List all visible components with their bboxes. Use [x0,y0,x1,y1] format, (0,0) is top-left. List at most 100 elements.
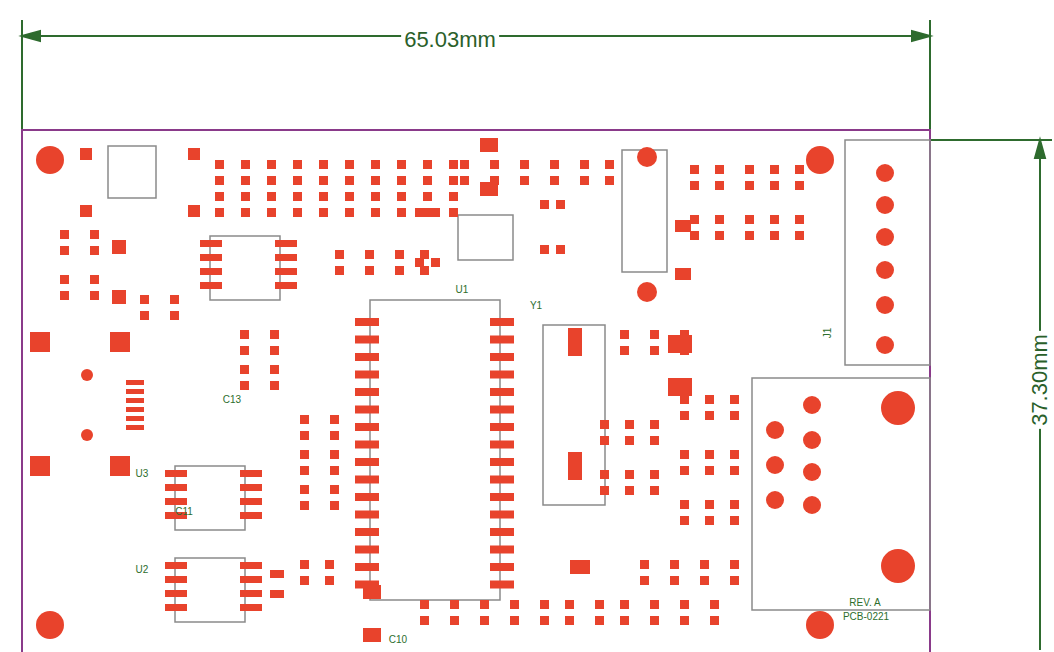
round-pad [876,228,894,246]
smd-pad [449,192,458,201]
smd-pad [730,466,739,475]
smd-pad [240,346,249,355]
smd-pad [300,576,309,585]
round-pad [81,369,93,381]
smd-pad [480,616,489,625]
smd-pad [490,371,514,379]
smd-pad [510,616,519,625]
smd-pad [490,458,514,466]
smd-pad [319,192,328,201]
smd-pad [705,466,714,475]
round-pad [766,421,784,439]
smd-pad [355,353,379,361]
smd-pad [650,486,659,495]
part-label: U3 [136,469,149,479]
smd-pad [690,215,699,224]
smd-pad [240,590,262,597]
smd-pad [60,291,69,300]
smd-pad [565,600,574,609]
smd-pad [705,500,714,509]
smd-pad [371,160,380,169]
smd-pad [730,450,739,459]
smd-pad [795,165,804,174]
part-label: Y1 [530,301,542,311]
smd-pad [675,268,691,280]
smd-pad [650,436,659,445]
smd-pad [275,254,297,261]
smd-pad [650,330,659,339]
smd-pad [450,616,459,625]
smd-pad [670,576,679,585]
smd-pad [395,266,404,275]
smd-pad [345,208,354,217]
smd-pad [490,160,499,169]
round-pad [803,496,821,514]
round-pad [803,463,821,481]
smd-pad [480,138,498,152]
smd-pad [570,560,590,574]
smd-pad [300,415,309,424]
smd-pad [165,484,187,491]
ic-outline [370,300,500,600]
smd-pad [170,311,179,320]
extension-line [930,139,1052,141]
smd-pad [140,311,149,320]
smd-pad [267,208,276,217]
smd-pad [270,590,284,598]
smd-pad [420,600,429,609]
smd-pad [300,560,309,569]
smd-pad [650,600,659,609]
smd-pad [200,254,222,261]
smd-pad [595,600,604,609]
round-pad [803,396,821,414]
smd-pad [300,466,309,475]
smd-pad [650,616,659,625]
smd-pad [397,208,406,217]
smd-pad [90,291,99,300]
smd-pad [355,318,379,326]
smd-pad [240,330,249,339]
smd-pad [335,250,344,259]
smd-pad [770,165,779,174]
smd-pad [460,160,469,169]
smd-pad [705,395,714,404]
smd-pad [325,560,334,569]
round-pad [637,147,657,167]
smd-pad [680,616,689,625]
smd-pad [449,160,458,169]
smd-pad [267,160,276,169]
smd-pad [415,208,424,217]
smd-pad [330,466,339,475]
switch-outline [108,146,156,198]
smd-pad [449,208,458,217]
smd-pad [680,395,689,404]
jack-outline [752,378,930,610]
part-label: U2 [136,565,149,575]
round-pad [876,296,894,314]
smd-pad [240,381,249,390]
smd-pad [715,181,724,190]
smd-pad [540,600,549,609]
smd-pad [490,441,514,449]
smd-pad [355,546,379,554]
smd-pad [550,176,559,185]
smd-pad [420,616,429,625]
smd-pad [188,205,200,217]
dimension-arrow [22,31,40,41]
smd-pad [431,258,440,267]
smd-pad [241,176,250,185]
ic-outline [458,215,513,260]
smd-pad [355,563,379,571]
smd-pad [490,528,514,536]
smd-pad [730,500,739,509]
smd-pad [680,411,689,420]
smd-pad [690,231,699,240]
smd-pad [580,176,589,185]
smd-pad [240,562,262,569]
smd-pad [300,450,309,459]
round-pad [637,282,657,302]
smd-pad [490,336,514,344]
smd-pad [480,600,489,609]
smd-pad [423,160,432,169]
